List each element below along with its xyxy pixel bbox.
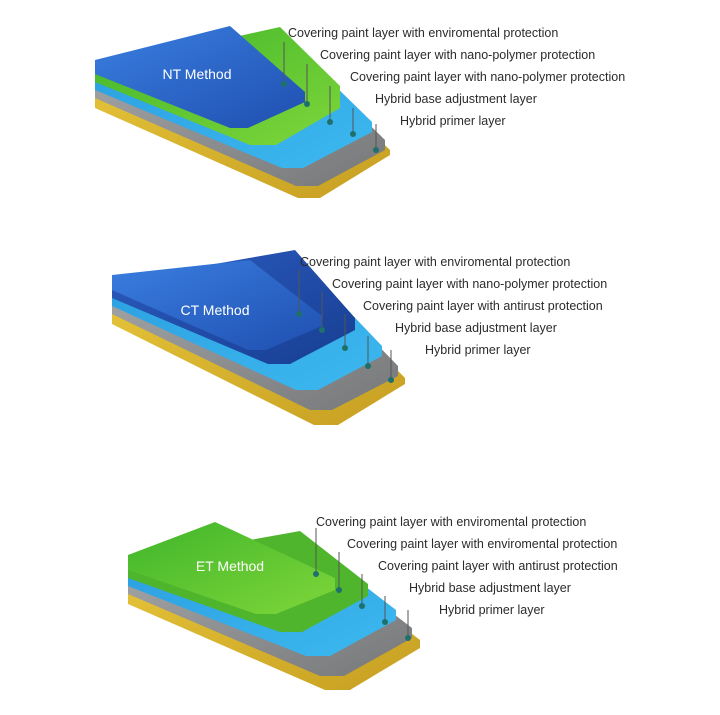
layer-label: Hybrid base adjustment layer — [395, 321, 557, 335]
layer-marker-dot — [342, 345, 348, 351]
layer-label: Hybrid primer layer — [400, 114, 506, 128]
layer-marker-dot — [327, 119, 333, 125]
layer-marker-dot — [365, 363, 371, 369]
panel-et-method: ET Method Covering paint layer with envi… — [128, 515, 618, 690]
layer-marker-dot — [281, 81, 287, 87]
layer-label: Covering paint layer with enviromental p… — [288, 26, 558, 40]
layer-marker-dot — [350, 131, 356, 137]
panel-nt-method: NT Method Covering paint layer with envi… — [95, 26, 625, 198]
panel-ct-method: CT Method Covering paint layer with envi… — [112, 250, 607, 425]
layer-slab-blue — [112, 260, 322, 350]
layer-label: Covering paint layer with enviromental p… — [300, 255, 570, 269]
layer-label: Covering paint layer with antirust prote… — [363, 299, 603, 313]
layer-label: Covering paint layer with antirust prote… — [378, 559, 618, 573]
layer-label: Covering paint layer with enviromental p… — [316, 515, 586, 529]
layer-label: Covering paint layer with enviromental p… — [347, 537, 617, 551]
layer-marker-dot — [405, 635, 411, 641]
panel-title: ET Method — [196, 558, 264, 574]
layer-marker-dot — [296, 311, 302, 317]
layer-marker-dot — [319, 327, 325, 333]
layer-label: Hybrid primer layer — [439, 603, 545, 617]
layer-marker-dot — [373, 147, 379, 153]
layer-label: Hybrid base adjustment layer — [409, 581, 571, 595]
layer-marker-dot — [359, 603, 365, 609]
layer-marker-dot — [388, 377, 394, 383]
layer-marker-dot — [382, 619, 388, 625]
layer-label: Covering paint layer with nano-polymer p… — [332, 277, 607, 291]
layer-marker-dot — [304, 101, 310, 107]
layer-slab-green-1 — [128, 522, 335, 614]
layer-slab-blue — [95, 26, 305, 128]
panel-title: CT Method — [181, 302, 250, 318]
layer-marker-dot — [336, 587, 342, 593]
layer-label: Hybrid primer layer — [425, 343, 531, 357]
layer-label: Hybrid base adjustment layer — [375, 92, 537, 106]
panel-title: NT Method — [163, 66, 232, 82]
layer-label: Covering paint layer with nano-polymer p… — [350, 70, 625, 84]
layer-marker-dot — [313, 571, 319, 577]
layer-label: Covering paint layer with nano-polymer p… — [320, 48, 595, 62]
